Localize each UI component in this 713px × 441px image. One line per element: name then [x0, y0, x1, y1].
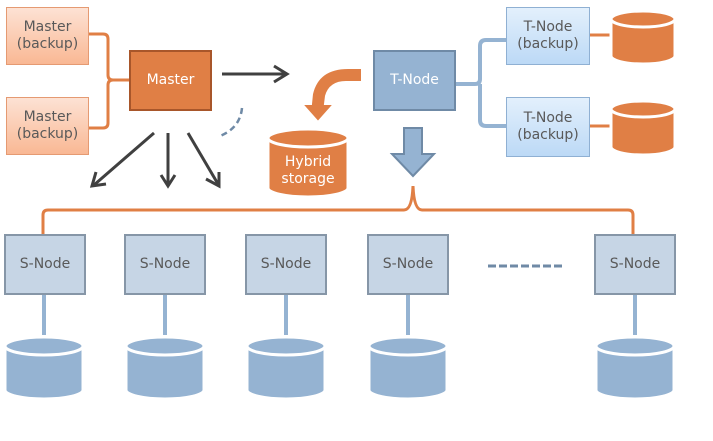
node-label: T-Node: [523, 110, 573, 126]
hybrid-storage-label: Hybrid storage: [268, 154, 348, 188]
node-label: (backup): [517, 127, 579, 143]
node-label: (backup): [16, 126, 79, 142]
s-node-4[interactable]: S-Node: [367, 234, 449, 295]
s-node-3[interactable]: S-Node: [245, 234, 327, 295]
snode-storage-cylinder-top: [367, 335, 449, 357]
tbackup1-storage-cylinder: [609, 9, 677, 66]
t-node[interactable]: T-Node: [373, 50, 456, 111]
tnode-down-arrow: [389, 127, 437, 178]
node-label: (backup): [16, 36, 79, 52]
snode-storage-cylinder: [367, 346, 449, 401]
tbackup2-storage-cylinder: [609, 99, 677, 157]
s-node-5[interactable]: S-Node: [594, 234, 676, 295]
t-node-backup-1[interactable]: T-Node (backup): [506, 7, 590, 65]
snode-storage-cylinder-top: [245, 335, 327, 357]
snode-storage-cylinder-top: [124, 335, 206, 357]
tnode-to-storage-arrow: [299, 67, 363, 124]
master-backup-connector: [88, 32, 130, 130]
snode-storage-cylinder: [3, 346, 85, 401]
node-label: S-Node: [609, 256, 661, 272]
node-label: Master: [23, 19, 72, 35]
master-backup-node-1[interactable]: Master (backup): [6, 7, 89, 65]
snode-storage-cylinder: [245, 346, 327, 401]
node-label: T-Node: [390, 72, 439, 88]
s-node-1[interactable]: S-Node: [4, 234, 86, 295]
storage-label-line: Hybrid: [284, 154, 332, 170]
t-node-backup-2[interactable]: T-Node (backup): [506, 97, 590, 157]
storage-label-line: storage: [281, 171, 335, 187]
node-label: S-Node: [260, 256, 312, 272]
snode-storage-cylinder: [124, 346, 206, 401]
master-node[interactable]: Master: [129, 50, 212, 111]
node-label: S-Node: [19, 256, 71, 272]
hybrid-storage-cylinder: [266, 127, 350, 199]
snode-storage-group: [3, 295, 676, 401]
node-label: T-Node: [523, 19, 573, 35]
master-backup-node-2[interactable]: Master (backup): [6, 97, 89, 155]
node-label: (backup): [517, 36, 579, 52]
node-label: S-Node: [139, 256, 191, 272]
master-down-arrows: [89, 131, 221, 189]
node-label: Master: [23, 109, 72, 125]
dashed-link: [219, 107, 244, 138]
node-label: S-Node: [382, 256, 434, 272]
tnode-backup-connector: [455, 38, 507, 128]
master-to-tnode-arrow: [222, 64, 290, 84]
s-node-2[interactable]: S-Node: [124, 234, 206, 295]
snode-storage-cylinder-top: [3, 335, 85, 357]
snode-bus: [41, 185, 635, 234]
snode-storage-cylinder: [594, 346, 676, 401]
snode-storage-cylinder-top: [594, 335, 676, 357]
node-label: Master: [146, 72, 195, 88]
